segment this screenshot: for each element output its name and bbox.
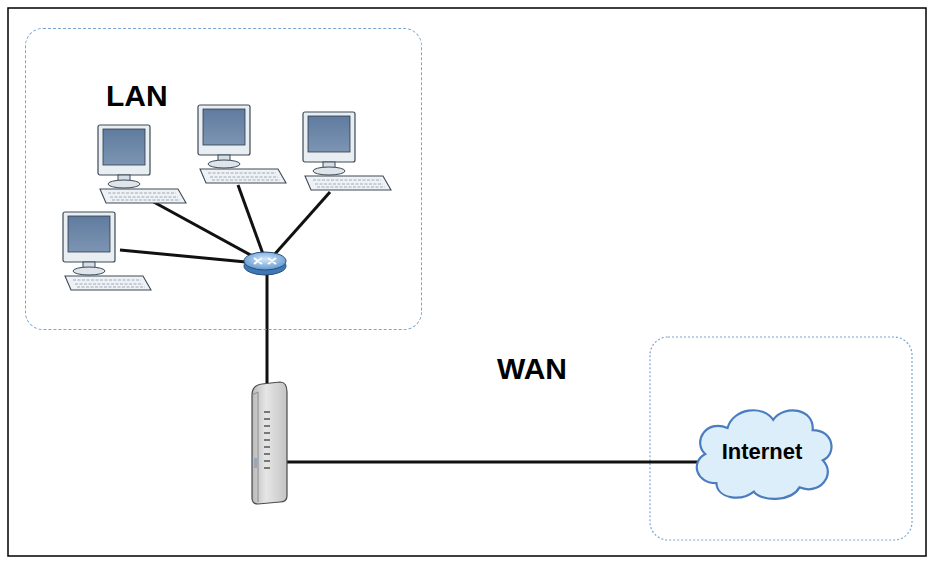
zone-title: LAN	[106, 79, 421, 113]
link-label: WAN	[497, 352, 567, 386]
outer-frame	[8, 8, 926, 556]
modem-device	[252, 382, 287, 504]
cloud-label: Internet	[722, 439, 803, 465]
internet-cloud: Internet	[686, 400, 838, 504]
internet-zone	[650, 337, 912, 540]
computer-icon	[63, 105, 391, 290]
network-wires	[120, 185, 700, 462]
network-zone: LAN	[25, 28, 422, 330]
router-symbol	[244, 252, 286, 275]
